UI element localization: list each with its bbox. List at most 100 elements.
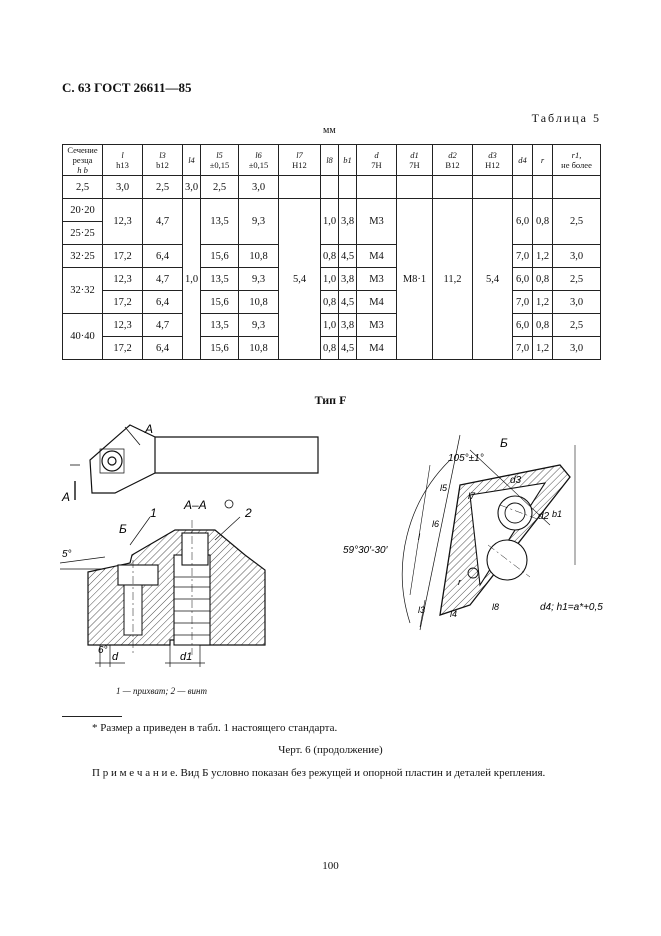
table-row: 40·40 12,3 4,7 13,5 9,3 1,0 3,8 M3 6,0 0… — [62, 313, 601, 360]
dim-l8-label: l8 — [492, 602, 499, 612]
note: П р и м е ч а н и е. Вид Б условно показ… — [92, 767, 546, 779]
table-cell: 0,8 — [320, 336, 339, 360]
table-cell: 3,0 — [552, 336, 601, 360]
table-cell: 2,5 — [200, 175, 239, 199]
table-cell: 10,8 — [238, 336, 279, 360]
table-cell: 1,0 — [320, 267, 339, 291]
table-cell: 3,8 — [338, 313, 357, 337]
dim-b1-label: b1 — [552, 509, 562, 519]
table-cell: 3,0 — [102, 175, 143, 199]
table-row: 32·25 17,2 6,4 15,6 10,8 0,8 4,5 M4 7,0 … — [62, 244, 601, 268]
table-cell: 6,0 — [512, 313, 533, 337]
table-cell: 9,3 — [238, 198, 279, 245]
table-cell — [512, 175, 533, 199]
table-cell: 1,0 — [320, 198, 339, 245]
table-cell: 6,4 — [142, 244, 183, 268]
table-cell: 10,8 — [238, 244, 279, 268]
table-cell: 2,5 — [62, 175, 103, 199]
view-label-a-top: А — [144, 422, 153, 436]
angle-5-label: 5° — [62, 549, 72, 560]
table-cell: M4 — [356, 336, 397, 360]
table-cell: 40·40 — [62, 313, 103, 360]
view-label-b-title: Б — [500, 436, 508, 450]
table-cell: M3 — [356, 267, 397, 291]
table-caption: Таблица 5 — [531, 111, 601, 125]
table-cell: 4,7 — [142, 313, 183, 337]
table-cell: 3,0 — [182, 175, 201, 199]
table-cell: 20·20 — [62, 198, 103, 222]
table-cell: 4,7 — [142, 198, 183, 245]
page-header: С. 63 ГОСТ 26611—85 — [62, 80, 192, 95]
table-cell: 3,0 — [552, 244, 601, 268]
section-view — [59, 499, 266, 667]
table-cell: 6,0 — [512, 198, 533, 245]
table-cell: 5,4 — [472, 198, 513, 360]
table-row: 17,2 6,4 15,6 10,8 0,8 4,5 M4 7,0 1,2 3,… — [63, 290, 601, 314]
view-label-b: Б — [119, 522, 127, 536]
table-cell: 11,2 — [432, 198, 473, 360]
table-cell: M3 — [356, 198, 397, 245]
dim-l5-label: l5 — [440, 483, 448, 493]
figure-caption: Черт. 6 (продолжение) — [278, 744, 383, 756]
table-cell: 1,0 — [320, 313, 339, 337]
table-cell — [338, 175, 357, 199]
table-cell — [552, 175, 601, 199]
table-cell: 6,4 — [142, 336, 183, 360]
table-cell: M8·1 — [396, 198, 433, 360]
table-row: 32·32 12,3 4,7 13,5 9,3 1,0 3,8 M3 6,0 0… — [62, 267, 601, 314]
table-cell: 1,2 — [532, 244, 553, 268]
table-cell: 7,0 — [512, 336, 533, 360]
table-cell: 13,5 — [200, 313, 239, 337]
table-cell: M4 — [356, 290, 397, 314]
dim-l4-label: l4 — [450, 609, 457, 619]
table-cell: 13,5 — [200, 198, 239, 245]
dim-d4-note: d4; h1=a*+0,5 — [540, 602, 603, 613]
table-cell — [320, 175, 339, 199]
table-cell: 12,3 — [102, 313, 143, 337]
dim-d3-label: d3 — [510, 475, 522, 486]
table-cell: 0,8 — [532, 198, 553, 245]
section-label: А–А — [183, 498, 207, 512]
table-cell: 2,5 — [552, 313, 601, 337]
table-cell: 12,3 — [102, 198, 143, 245]
dim-d2-label: d2 — [538, 511, 550, 522]
table-cell: 3,0 — [552, 290, 601, 314]
dim-d-label: d — [112, 651, 119, 663]
table-row: 20·20 12,3 4,7 1,0 13,5 9,3 5,4 1,0 3,8 … — [62, 198, 601, 360]
callout-2: 2 — [244, 506, 252, 520]
drawing-legend: 1 — прихват; 2 — винт — [116, 686, 207, 696]
table-cell: 9,3 — [238, 313, 279, 337]
table-cell: 0,8 — [320, 290, 339, 314]
table-cell: 1,2 — [532, 290, 553, 314]
type-title: Тип F — [314, 393, 347, 407]
col-header: r1,не более — [552, 144, 601, 176]
table-cell: 1,0 — [182, 198, 201, 360]
table-row: 25·25 — [62, 221, 601, 245]
table-cell: M3 — [356, 313, 397, 337]
col-header: d4 — [512, 144, 533, 176]
table-cell: 3,0 — [238, 175, 279, 199]
table-cell: 25·25 — [62, 221, 103, 245]
table-cell: 6,0 — [512, 267, 533, 291]
angle-59-label: 59°30′-30′ — [343, 545, 389, 556]
table-cell — [278, 175, 321, 199]
col-header: b1 — [338, 144, 357, 176]
footnote-divider — [62, 716, 122, 717]
table-cell: 0,8 — [532, 267, 553, 291]
dim-l-label: l — [418, 532, 421, 542]
col-header: l8 — [320, 144, 339, 176]
table-cell: 17,2 — [102, 336, 143, 360]
view-b — [401, 434, 576, 631]
dim-d1-label: d1 — [180, 651, 192, 663]
table-cell: 3,8 — [338, 267, 357, 291]
table-cell: 15,6 — [200, 244, 239, 268]
dim-l7-label: l7 — [468, 491, 476, 501]
table-cell: 2,5 — [552, 267, 601, 291]
footnote: * Размер a приведен в табл. 1 настоящего… — [92, 722, 338, 734]
table-cell: M4 — [356, 244, 397, 268]
